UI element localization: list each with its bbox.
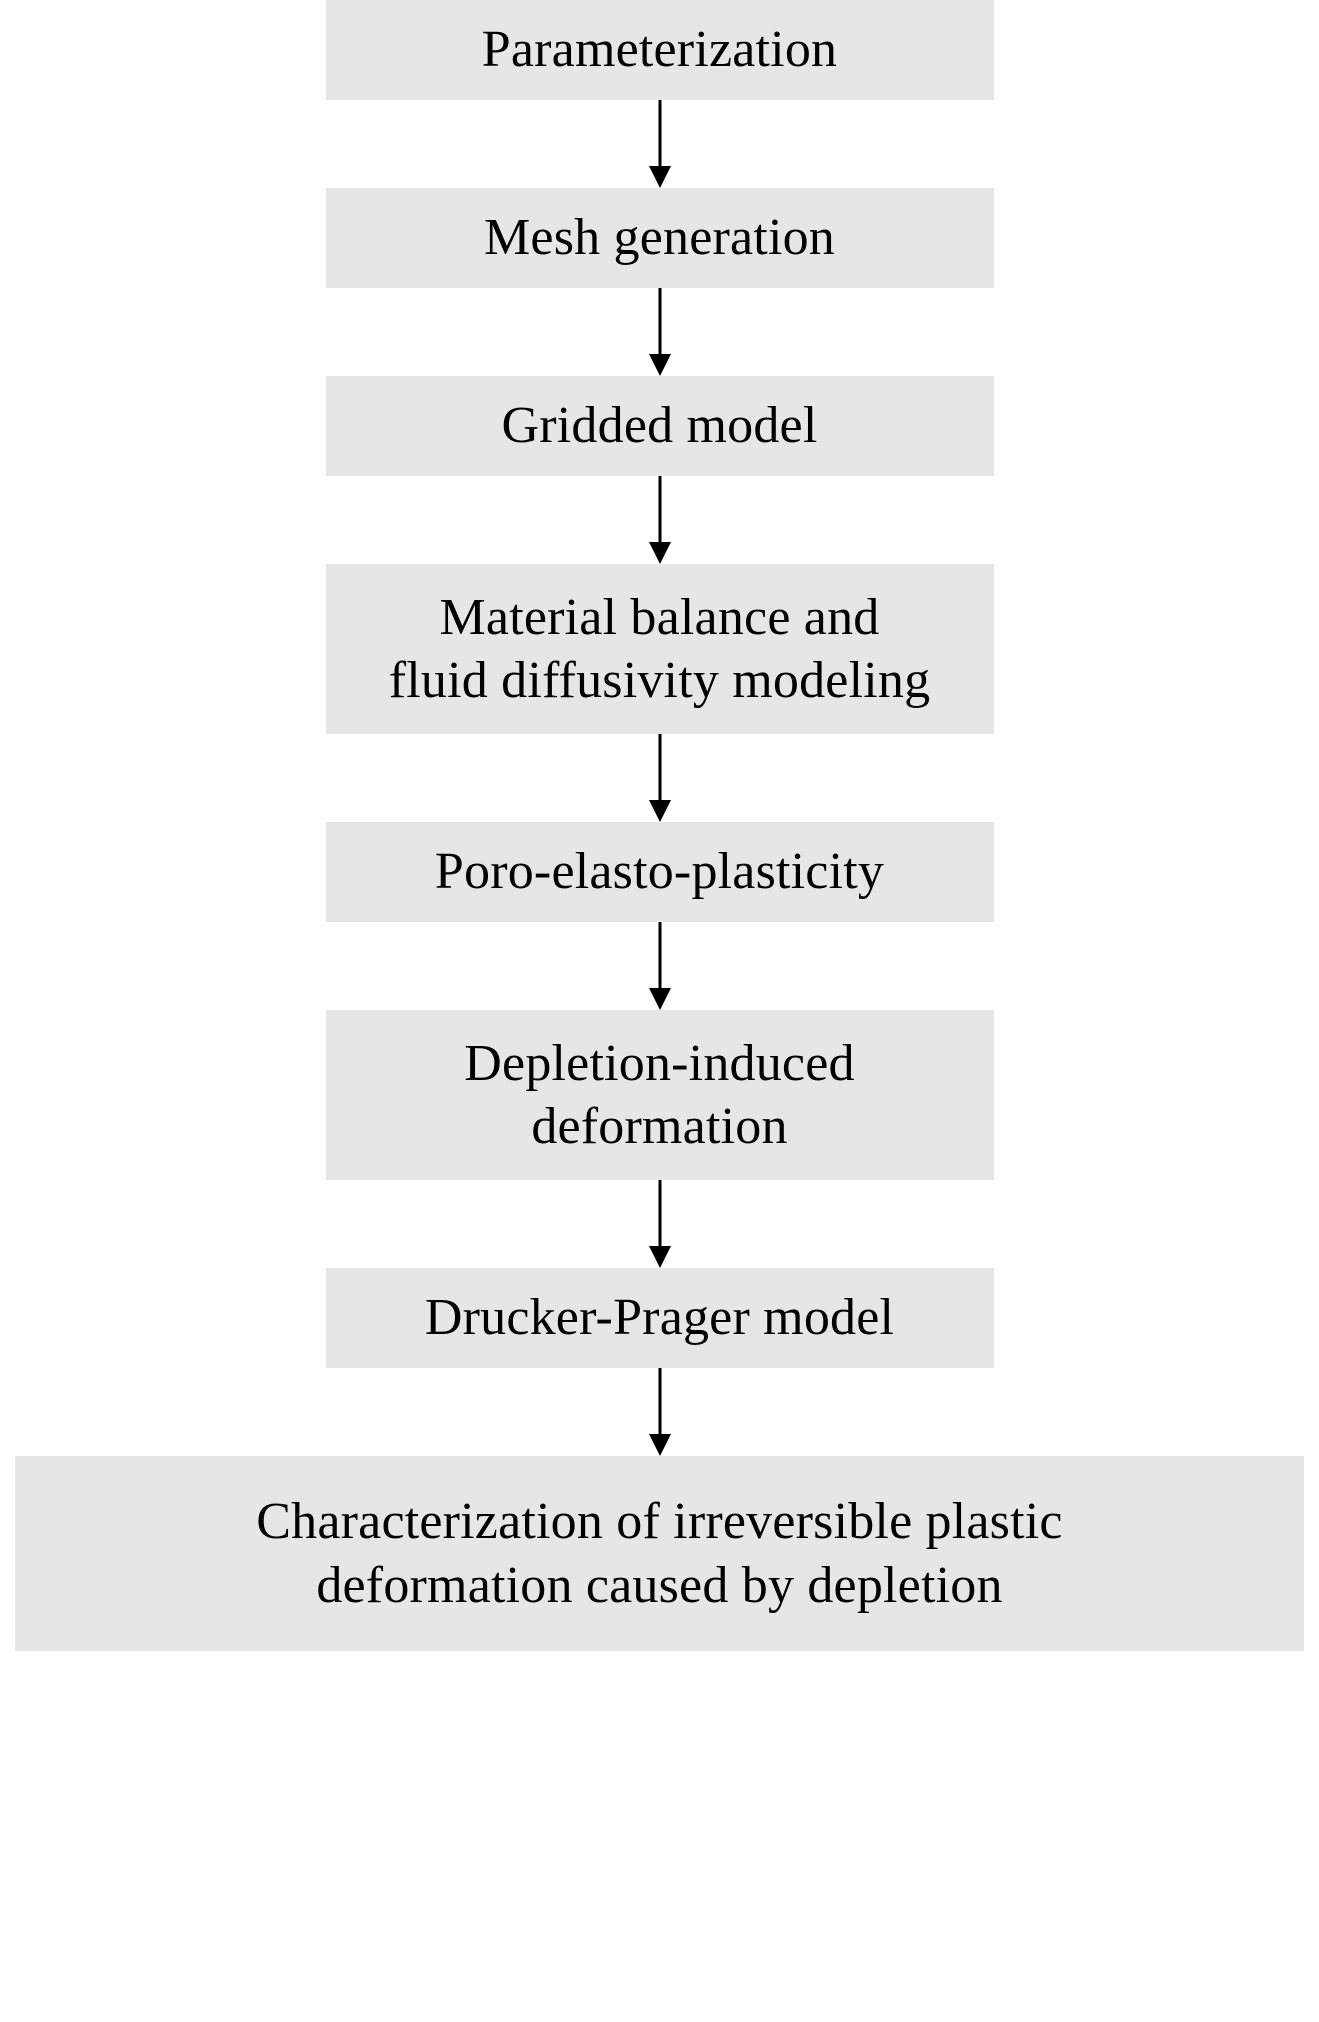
arrow-shaft — [658, 922, 661, 988]
flow-node-gridded-model[interactable]: Gridded model — [325, 376, 994, 476]
flow-node-poro-elasto-plasticity[interactable]: Poro-elasto-plasticity — [325, 822, 994, 922]
arrowhead-down-icon — [648, 1434, 671, 1456]
flow-node-label: Characterization of irreversible plastic… — [256, 1493, 1063, 1614]
arrow-shaft — [658, 288, 661, 354]
arrow-shaft — [658, 1180, 661, 1246]
arrowhead-down-icon — [648, 1246, 671, 1268]
flow-node-label: Material balance and fluid diffusivity m… — [388, 588, 931, 709]
flow-arrow-1 — [0, 100, 1319, 188]
flow-arrow-5 — [0, 922, 1319, 1010]
flow-node-parameterization[interactable]: Parameterization — [325, 0, 994, 100]
arrow-shaft — [658, 734, 661, 800]
flow-node-label: Mesh generation — [483, 209, 835, 267]
arrowhead-down-icon — [648, 542, 671, 564]
arrowhead-down-icon — [648, 354, 671, 376]
arrowhead-down-icon — [648, 166, 671, 188]
flow-arrow-7 — [0, 1368, 1319, 1456]
flow-node-material-balance-and-fluid-diffusivity-modeling[interactable]: Material balance and fluid diffusivity m… — [325, 564, 994, 734]
flow-arrow-3 — [0, 476, 1319, 564]
flow-node-label: Poro-elasto-plasticity — [434, 843, 885, 901]
flow-node-depletion-induced-deformation[interactable]: Depletion-induced deformation — [325, 1010, 994, 1180]
flow-arrow-2 — [0, 288, 1319, 376]
arrow-shaft — [658, 1368, 661, 1434]
flow-node-characterization-of-irreversible-plastic-deformation[interactable]: Characterization of irreversible plastic… — [15, 1456, 1304, 1651]
arrow-shaft — [658, 100, 661, 166]
flow-node-mesh-generation[interactable]: Mesh generation — [325, 188, 994, 288]
flow-node-label: Gridded model — [501, 397, 818, 455]
flow-arrow-6 — [0, 1180, 1319, 1268]
flow-node-label: Parameterization — [481, 21, 838, 79]
flow-node-label: Drucker-Prager model — [424, 1289, 895, 1347]
arrowhead-down-icon — [648, 988, 671, 1010]
flow-arrow-4 — [0, 734, 1319, 822]
arrow-shaft — [658, 476, 661, 542]
flow-node-drucker-prager-model[interactable]: Drucker-Prager model — [325, 1268, 994, 1368]
flow-node-label: Depletion-induced deformation — [464, 1034, 855, 1155]
arrowhead-down-icon — [648, 800, 671, 822]
